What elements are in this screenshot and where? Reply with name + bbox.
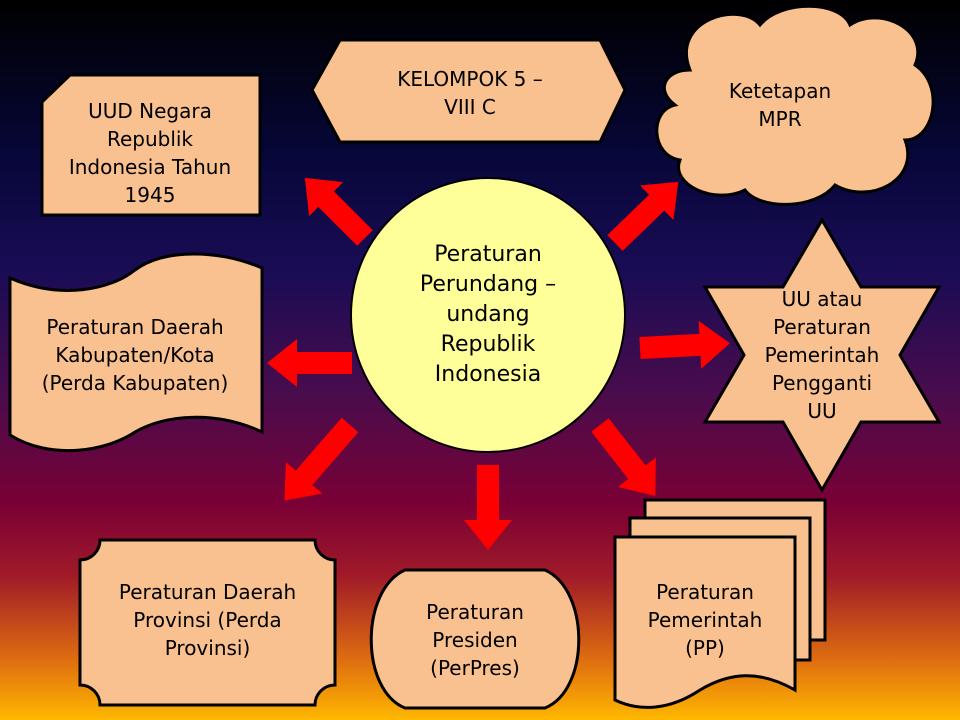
perpres-shape <box>369 568 581 710</box>
arrow-to-uud <box>304 177 373 246</box>
tap-mpr-label: Ketetapan MPR <box>728 79 832 131</box>
pp-label: Peraturan Pemerintah (PP) <box>647 580 763 660</box>
uud-label: UUD Negara Republik Indonesia Tahun 1945 <box>68 98 232 207</box>
perda-prov-label: Peraturan Daerah Provinsi (Perda Provins… <box>118 580 297 660</box>
arrow-to-perda-prov <box>284 417 359 501</box>
perpres-label: Peraturan Presiden (PerPres) <box>426 600 524 680</box>
uud-shape <box>40 73 262 217</box>
pp-doc-front <box>613 535 797 709</box>
perda-kab-label: Peraturan Daerah Kabupaten/Kota (Perda K… <box>41 315 229 395</box>
perda-kab-tape <box>8 252 264 453</box>
arrow-to-perpres <box>464 465 512 550</box>
uu-star <box>702 217 942 494</box>
group-hexagon <box>310 38 627 144</box>
arrow-to-uu <box>639 320 730 369</box>
arrow-to-perda-kab <box>267 339 352 387</box>
perda-prov-plaque <box>78 538 337 707</box>
arrow-to-pp <box>591 418 656 496</box>
tap-mpr-cloud <box>655 4 935 206</box>
center-circle <box>350 177 626 453</box>
arrow-to-tap-mpr <box>607 181 679 251</box>
center-label: Peraturan Perundang – undang Republik In… <box>419 242 557 387</box>
group-label: KELOMPOK 5 – VIII C <box>397 66 543 119</box>
uu-perpu-label: UU atau Peraturan Pemerintah Pengganti U… <box>764 287 880 423</box>
